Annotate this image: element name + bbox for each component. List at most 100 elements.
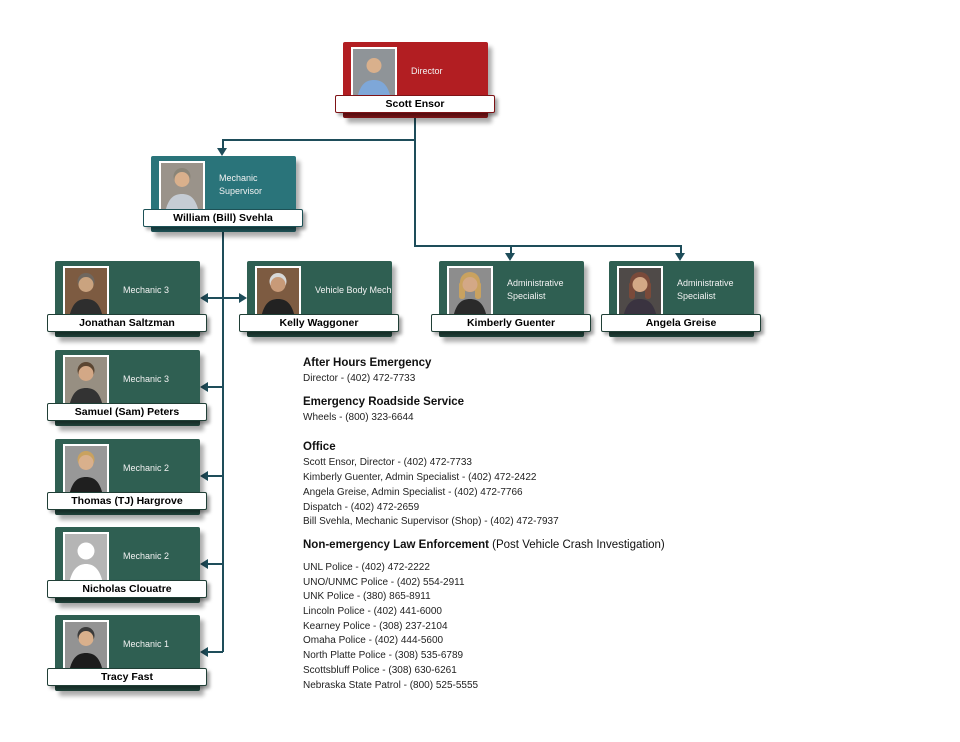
- contact-line: Scott Ensor, Director - (402) 472-7733: [303, 457, 472, 469]
- person-photo: [617, 266, 663, 320]
- contact-line: Omaha Police - (402) 444-5600: [303, 635, 444, 647]
- connector-line: [207, 651, 223, 653]
- connector-line: [680, 245, 682, 254]
- person-name: Angela Greise: [645, 317, 717, 329]
- section-heading-text: Office: [303, 441, 336, 454]
- person-name: Scott Ensor: [385, 98, 445, 110]
- contact-line: Kearney Police - (308) 237-2104: [303, 620, 448, 632]
- connector-line: [222, 139, 416, 141]
- person-name: Kelly Waggoner: [279, 317, 359, 329]
- person-title: Vehicle Body Mech: [315, 284, 392, 295]
- connector-arrow-right: [239, 293, 247, 303]
- person-name-banner: Jonathan Saltzman: [47, 314, 207, 332]
- connector-line: [222, 232, 224, 652]
- connector-line: [207, 475, 223, 477]
- contact-line: Angela Greise, Admin Specialist - (402) …: [303, 486, 523, 498]
- section-lines: Wheels - (800) 323-6644: [303, 411, 743, 426]
- person-title: Administrative Specialist: [507, 278, 564, 301]
- connector-line: [224, 297, 240, 299]
- person-name-banner: Nicholas Clouatre: [47, 580, 207, 598]
- person-photo: [159, 161, 205, 215]
- contact-line: UNK Police - (380) 865-8911: [303, 591, 431, 603]
- person-title: Mechanic 3: [123, 373, 170, 384]
- person-name: Nicholas Clouatre: [82, 583, 172, 595]
- person-name: Tracy Fast: [101, 671, 153, 683]
- person-name-banner: Kelly Waggoner: [239, 314, 399, 332]
- person-name-banner: Tracy Fast: [47, 668, 207, 686]
- connector-arrow-left: [200, 293, 208, 303]
- person-title: Mechanic 2: [123, 462, 170, 473]
- contact-line: Lincoln Police - (402) 441-6000: [303, 606, 442, 618]
- contact-line: Wheels - (800) 323-6644: [303, 411, 414, 423]
- connector-line: [414, 118, 416, 247]
- contact-line: Nebraska State Patrol - (800) 525-5555: [303, 679, 479, 691]
- connector-arrow-left: [200, 382, 208, 392]
- section-heading: Emergency Roadside Service: [303, 395, 743, 410]
- connector-line: [207, 386, 223, 388]
- contact-line: UNO/UNMC Police - (402) 554-2911: [303, 576, 465, 588]
- contact-line: Bill Svehla, Mechanic Supervisor (Shop) …: [303, 516, 559, 528]
- section-heading-text: Emergency Roadside Service: [303, 395, 465, 408]
- person-photo: [63, 532, 109, 586]
- person-photo: [447, 266, 493, 320]
- contact-line: UNL Police - (402) 472-2222: [303, 561, 430, 573]
- connector-line: [207, 563, 223, 565]
- connector-arrow-down: [505, 253, 515, 261]
- section-heading: Non-emergency Law Enforcement (Post Vehi…: [303, 538, 743, 553]
- org-box-mechanic2-hargrove: Mechanic 2 Thomas (TJ) Hargrove: [47, 439, 207, 523]
- person-name: Thomas (TJ) Hargrove: [71, 495, 183, 507]
- connector-line: [207, 297, 223, 299]
- contact-line: Kimberly Guenter, Admin Specialist - (40…: [303, 472, 537, 484]
- person-photo: [351, 47, 397, 101]
- contact-section-law: Non-emergency Law Enforcement (Post Vehi…: [303, 538, 743, 693]
- org-box-mechanic3-saltzman: Mechanic 3 Jonathan Saltzman: [47, 261, 207, 345]
- person-photo: [63, 266, 109, 320]
- connector-line: [510, 245, 512, 254]
- person-title: Mechanic 1: [123, 638, 170, 649]
- contact-line: North Platte Police - (308) 535-6789: [303, 650, 464, 662]
- person-title: Director: [411, 65, 443, 76]
- org-box-mechanic3-peters: Mechanic 3 Samuel (Sam) Peters: [47, 350, 207, 434]
- person-name-banner: Samuel (Sam) Peters: [47, 403, 207, 421]
- connector-line: [414, 245, 682, 247]
- section-heading-text: After Hours Emergency: [303, 357, 432, 369]
- person-name: Jonathan Saltzman: [79, 317, 175, 329]
- person-name-banner: William (Bill) Svehla: [143, 209, 303, 227]
- section-lines: Director - (402) 472-7733: [303, 372, 743, 387]
- person-name: William (Bill) Svehla: [173, 212, 273, 224]
- person-name-banner: Thomas (TJ) Hargrove: [47, 492, 207, 510]
- person-title: Mechanic Supervisor: [219, 173, 263, 196]
- person-name-banner: Scott Ensor: [335, 95, 495, 113]
- connector-arrow-left: [200, 471, 208, 481]
- connector-line: [222, 139, 224, 149]
- org-box-mechanic2-clouatre: Mechanic 2 Nicholas Clouatre: [47, 527, 207, 611]
- person-title: Mechanic 2: [123, 550, 170, 561]
- person-name: Kimberly Guenter: [466, 317, 556, 329]
- person-title: Mechanic 3: [123, 284, 170, 295]
- person-photo: [63, 355, 109, 409]
- connector-arrow-down: [675, 253, 685, 261]
- person-name: Samuel (Sam) Peters: [74, 406, 180, 418]
- connector-arrow-left: [200, 559, 208, 569]
- section-heading-suffix: (Post Vehicle Crash Investigation): [488, 538, 665, 551]
- connector-arrow-left: [200, 647, 208, 657]
- connector-arrow-down: [217, 148, 227, 156]
- person-photo: [63, 620, 109, 674]
- person-name-banner: Angela Greise: [601, 314, 761, 332]
- section-heading: After Hours Emergency: [303, 356, 743, 371]
- org-box-mechanic1-fast: Mechanic 1 Tracy Fast: [47, 615, 207, 699]
- person-title: Administrative Specialist: [677, 278, 734, 301]
- contact-line: Director - (402) 472-7733: [303, 373, 416, 384]
- person-photo: [63, 444, 109, 498]
